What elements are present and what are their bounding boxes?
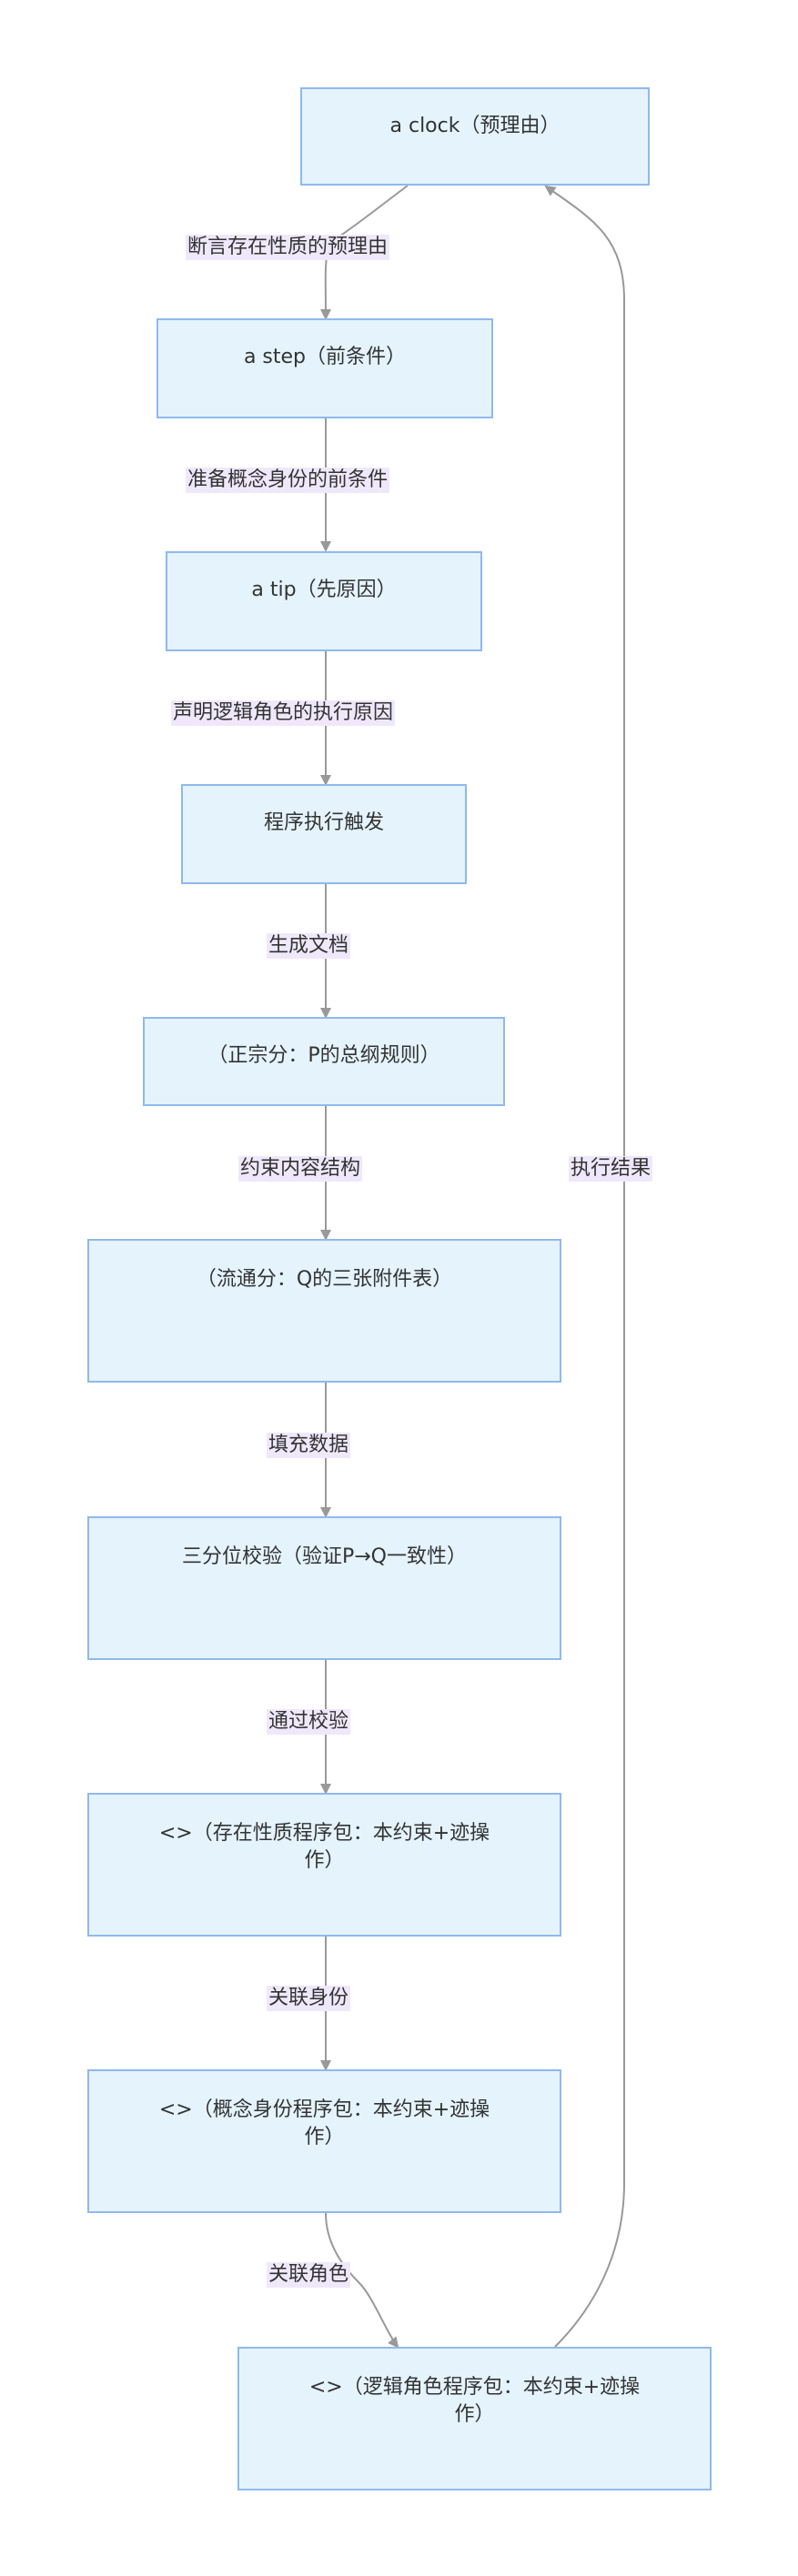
node-pkg2-label: <>（概念身份程序包：本约束+迹操作） [158,2098,490,2148]
node-clock-label: a clock（预理由） [389,115,561,137]
node-liu-label: （流通分：Q的三张附件表） [196,1268,453,1291]
node-verify-label: 三分位校验（验证P→Q一致性） [181,1545,468,1568]
edge-label-4: 生成文档 [266,933,351,959]
node-pkg3-label: <>（逻辑角色程序包：本约束+迹操作） [308,2376,641,2426]
edge-label-7: 通过校验 [266,1709,351,1735]
node-tip-label: a tip（先原因） [251,579,397,601]
node-zheng: （正宗分：P的总纲规则） [143,1017,505,1106]
edge-pkg3-to-clock [544,185,625,2348]
edge-label-2: 准备概念身份的前条件 [185,468,390,493]
node-pkg3: <>（逻辑角色程序包：本约束+迹操作） [237,2347,712,2490]
edge-label-6: 填充数据 [266,1433,351,1458]
node-pkg1-label: <>（存在性质程序包：本约束+迹操作） [158,1822,490,1872]
node-pkg1: <>（存在性质程序包：本约束+迹操作） [87,1793,561,1937]
edge-label-1: 断言存在性质的预理由 [185,235,390,260]
node-step: a step（前条件） [157,318,493,418]
node-trigger: 程序执行触发 [181,784,467,884]
node-liu: （流通分：Q的三张附件表） [87,1239,561,1383]
edge-label-10: 执行结果 [568,1156,653,1182]
edge-label-8: 关联身份 [266,1986,351,2011]
node-clock: a clock（预理由） [300,87,650,186]
node-verify: 三分位校验（验证P→Q一致性） [87,1516,561,1660]
node-trigger-label: 程序执行触发 [263,811,384,834]
edge-label-3: 声明逻辑角色的执行原因 [170,700,396,726]
node-pkg2: <>（概念身份程序包：本约束+迹操作） [87,2069,561,2213]
node-step-label: a step（前条件） [243,346,407,368]
edge-label-5: 约束内容结构 [237,1156,363,1182]
node-tip: a tip（先原因） [166,551,482,651]
edge-pkg2-to-pkg3 [325,2212,399,2349]
edge-label-9: 关联角色 [266,2262,351,2288]
node-zheng-label: （正宗分：P的总纲规则） [207,1044,440,1067]
